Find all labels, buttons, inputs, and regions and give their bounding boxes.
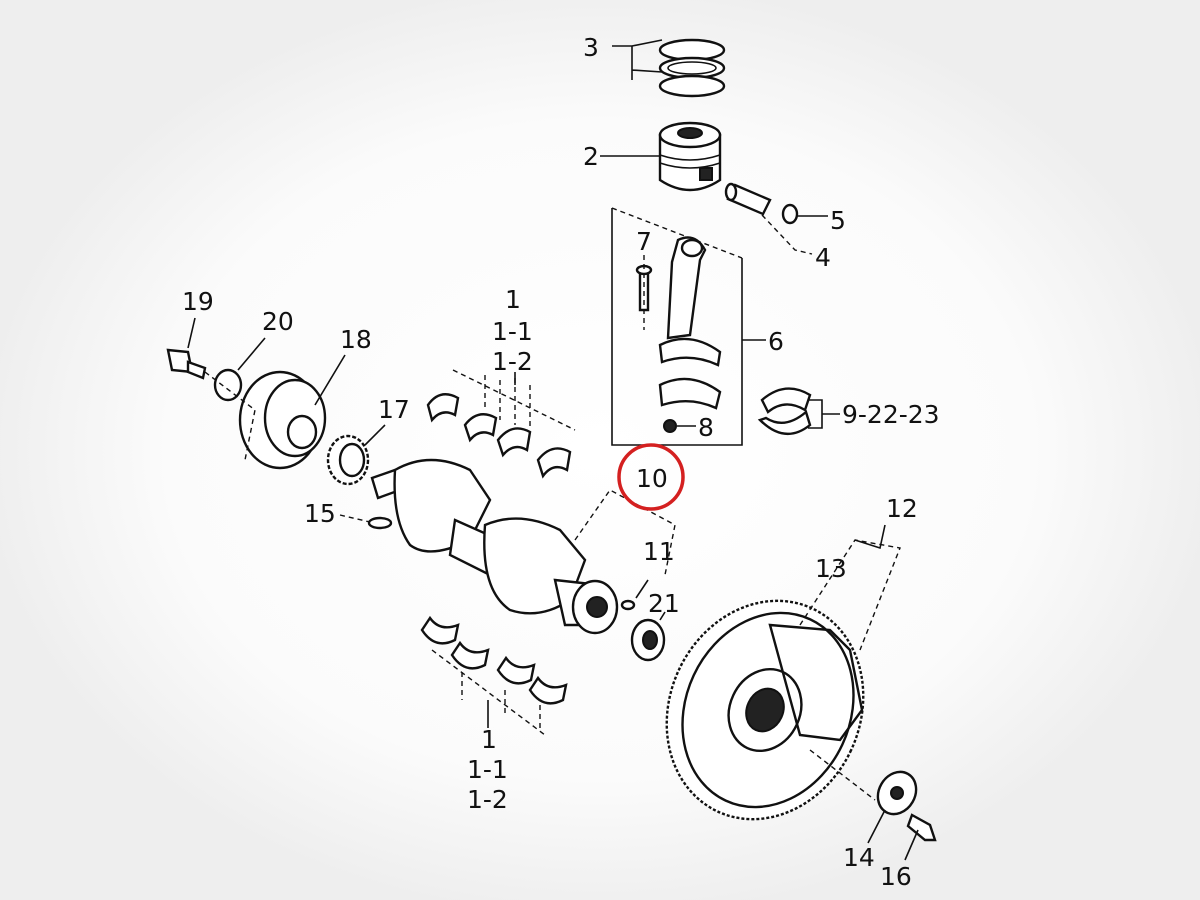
label-3[interactable]: 3 bbox=[583, 33, 599, 62]
label-1-2-bottom[interactable]: 1-2 bbox=[467, 785, 508, 814]
label-17[interactable]: 17 bbox=[378, 395, 410, 424]
label-20[interactable]: 20 bbox=[262, 307, 294, 336]
label-1-1-top[interactable]: 1-1 bbox=[492, 317, 533, 346]
crankshaft bbox=[370, 458, 676, 635]
label-8[interactable]: 8 bbox=[698, 413, 714, 442]
label-1-2-top[interactable]: 1-2 bbox=[492, 347, 533, 376]
part-labels: 3 2 5 4 7 6 8 9-22-23 10 11 21 12 13 14 … bbox=[182, 33, 940, 891]
label-9-22-23[interactable]: 9-22-23 bbox=[842, 400, 940, 429]
label-4[interactable]: 4 bbox=[815, 243, 831, 272]
label-19[interactable]: 19 bbox=[182, 287, 214, 316]
label-10[interactable]: 10 bbox=[636, 464, 668, 493]
label-14[interactable]: 14 bbox=[843, 843, 875, 872]
flywheel bbox=[665, 524, 901, 821]
label-7[interactable]: 7 bbox=[636, 227, 652, 256]
label-2[interactable]: 2 bbox=[583, 142, 599, 171]
label-12[interactable]: 12 bbox=[886, 494, 918, 523]
label-5[interactable]: 5 bbox=[830, 206, 846, 235]
label-21[interactable]: 21 bbox=[648, 589, 680, 618]
conrod-bearings bbox=[757, 387, 840, 435]
label-15[interactable]: 15 bbox=[304, 499, 336, 528]
crank-key bbox=[339, 514, 393, 530]
label-18[interactable]: 18 bbox=[340, 325, 372, 354]
label-13[interactable]: 13 bbox=[815, 554, 847, 583]
label-6[interactable]: 6 bbox=[768, 327, 784, 356]
label-1-top[interactable]: 1 bbox=[505, 285, 521, 314]
pulley-bolt bbox=[166, 317, 207, 380]
pulley-washer bbox=[204, 337, 266, 461]
label-1-1-bottom[interactable]: 1-1 bbox=[467, 755, 508, 784]
piston bbox=[600, 121, 722, 192]
flywheel-plate bbox=[867, 770, 937, 861]
main-bearings-upper bbox=[426, 369, 576, 479]
label-11[interactable]: 11 bbox=[643, 537, 675, 566]
main-bearings-lower bbox=[420, 615, 568, 736]
highlight-circle bbox=[617, 443, 685, 511]
piston-rings bbox=[612, 38, 726, 98]
label-16[interactable]: 16 bbox=[880, 862, 912, 891]
pilot-bearing bbox=[620, 579, 666, 662]
piston-pin bbox=[724, 182, 828, 255]
connecting-rod-assembly bbox=[611, 207, 766, 446]
crank-gear bbox=[326, 424, 386, 486]
label-1-bottom[interactable]: 1 bbox=[481, 725, 497, 754]
crank-pulley bbox=[238, 354, 346, 470]
